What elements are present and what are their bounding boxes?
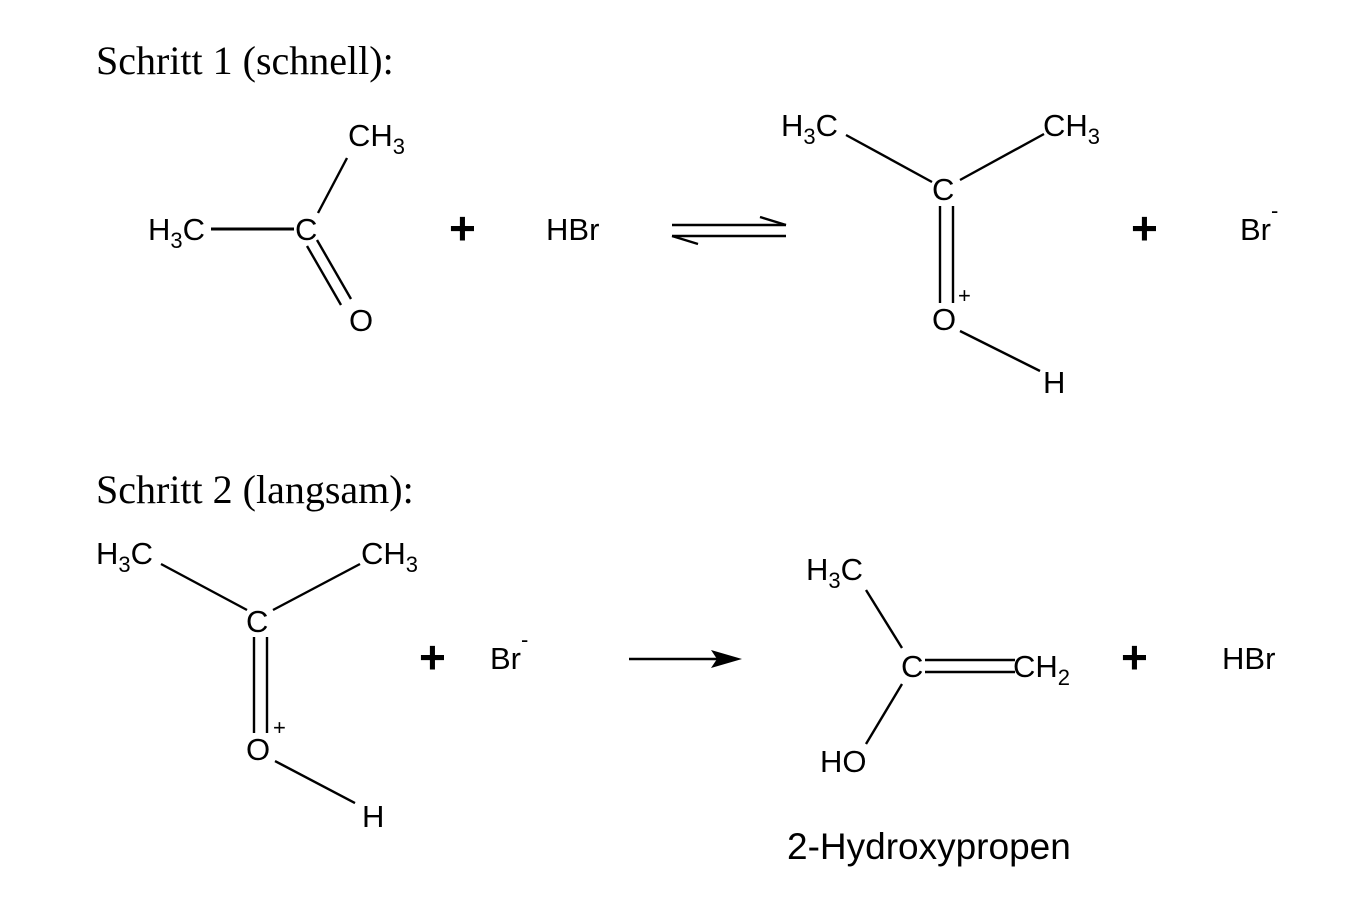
cation1-bond-right (959, 132, 1045, 182)
reaction-arrow (629, 650, 742, 668)
cation2-bond-o-h (274, 759, 356, 805)
hbr-reagent-step1: HBr (546, 212, 599, 247)
acetone-methyl-left: H3C (148, 212, 205, 253)
cation2-hydrogen: H (362, 799, 384, 834)
bromide-byproduct-step1: Br- (1240, 198, 1278, 247)
product-name-caption: 2-Hydroxypropen (787, 826, 1071, 867)
bond-c-o-double-b (315, 239, 353, 300)
step-1-heading: Schritt 1 (schnell): (96, 38, 394, 83)
enol-carbon: C (901, 649, 923, 684)
bond-c-o-double-a (305, 245, 343, 306)
acetone-oxygen: O (349, 303, 373, 338)
acetone-methyl-top: CH3 (348, 118, 405, 159)
equilibrium-arrow-forward-head (759, 215, 787, 227)
plus-sign-step1-left: + (449, 202, 476, 254)
cation1-carbon: C (932, 172, 954, 207)
cation1-methyl-left: H3C (781, 108, 838, 149)
cation2-bond-left (160, 562, 248, 612)
cation2-positive-charge: + (273, 715, 286, 740)
step-2-heading: Schritt 2 (langsam): (96, 467, 414, 512)
cation1-methyl-right: CH3 (1043, 108, 1100, 149)
equilibrium-arrow-back-head (671, 234, 699, 246)
acetone-molecule: H3C C CH3 O (148, 118, 405, 338)
enol-bond-hydroxyl (864, 683, 904, 745)
enol-methylene: CH2 (1013, 649, 1070, 690)
plus-sign-step1-right: + (1131, 202, 1158, 254)
cation1-hydrogen: H (1043, 365, 1065, 400)
cation2-carbon: C (246, 604, 268, 639)
bromide-reagent-step2: Br- (490, 627, 528, 676)
cation1-bond-o-h (959, 329, 1041, 373)
cation2-oxygen: O (246, 732, 270, 767)
enol-product: H3C C CH2 HO (806, 552, 1070, 779)
cation1-bond-left (845, 133, 933, 184)
acetone-carbonyl-carbon: C (295, 212, 317, 247)
plus-sign-step2-left: + (419, 631, 446, 683)
reaction-arrow-head (711, 650, 742, 668)
bond-c-ch3-top (316, 157, 349, 214)
protonated-acetone-step2: H3C CH3 C O + H (96, 536, 418, 834)
cation1-oxygen: O (932, 302, 956, 337)
cation2-methyl-right: CH3 (361, 536, 418, 577)
enol-hydroxyl: HO (820, 744, 867, 779)
hbr-byproduct-step2: HBr (1222, 641, 1275, 676)
cation2-bond-right (272, 562, 361, 612)
equilibrium-arrow (671, 215, 787, 246)
protonated-acetone-step1: H3C CH3 C O + H (781, 108, 1100, 400)
cation1-positive-charge: + (958, 283, 971, 308)
cation2-methyl-left: H3C (96, 536, 153, 577)
enol-methyl: H3C (806, 552, 863, 593)
enol-bond-methyl (864, 589, 904, 649)
plus-sign-step2-right: + (1121, 631, 1148, 683)
